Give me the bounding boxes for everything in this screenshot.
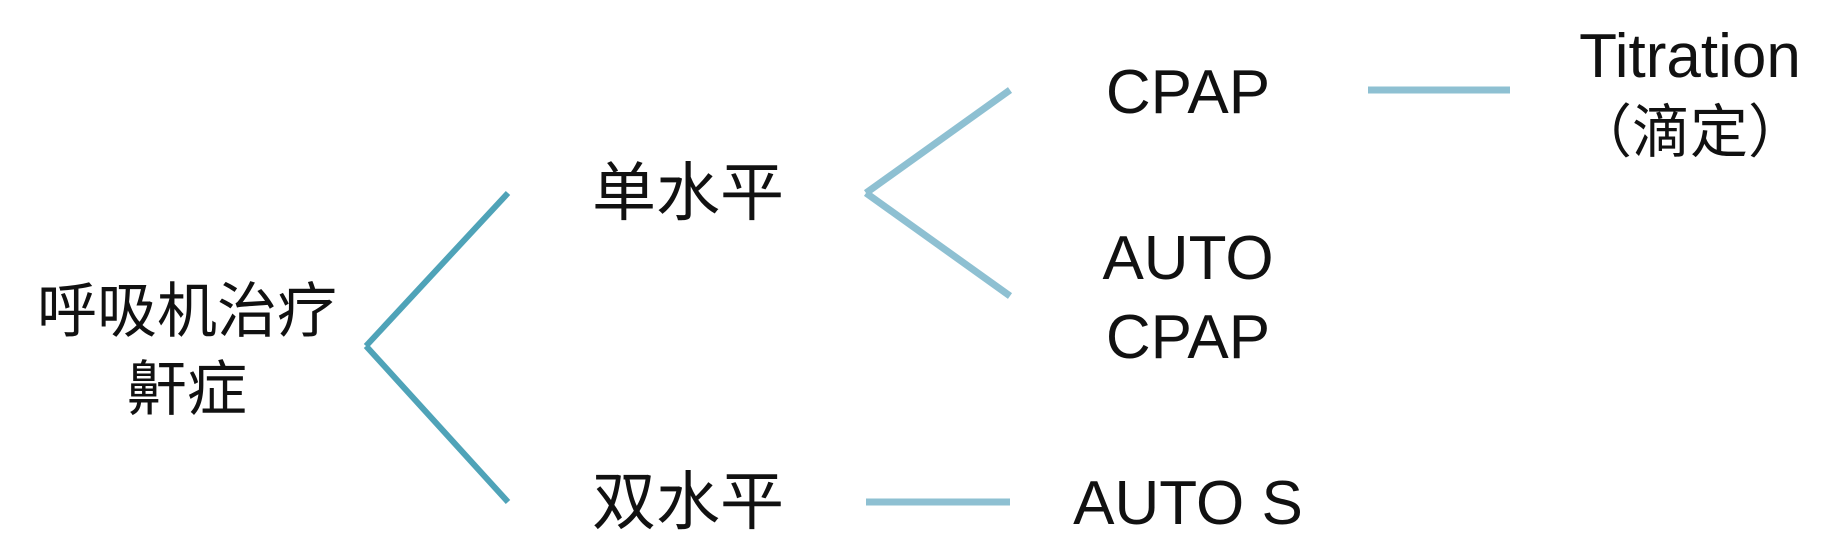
connector-root-to-single-level [363,190,511,349]
connector-root-to-bi-level [363,343,511,505]
connector-single-level-to-cpap [863,87,1013,196]
node-titration: Titration （滴定） [1574,22,1806,166]
node-auto-cpap-line2: CPAP [1106,303,1270,372]
node-auto-s: AUTO S [1073,469,1303,538]
node-bi-level: 双水平 [592,466,784,540]
node-single-level: 单水平 [592,157,784,231]
node-auto-cpap: AUTO CPAP [1102,224,1273,372]
node-auto-cpap-line1: AUTO [1102,224,1273,293]
node-cpap: CPAP [1106,58,1270,127]
node-root-line2: 鼾症 [127,355,247,425]
node-titration-line2: （滴定） [1574,98,1806,166]
connector-single-level-to-auto-cpap [863,190,1013,299]
node-root-line1: 呼吸机治疗 [37,277,337,347]
node-titration-line1: Titration [1579,22,1801,91]
node-root: 呼吸机治疗 鼾症 [37,277,337,425]
